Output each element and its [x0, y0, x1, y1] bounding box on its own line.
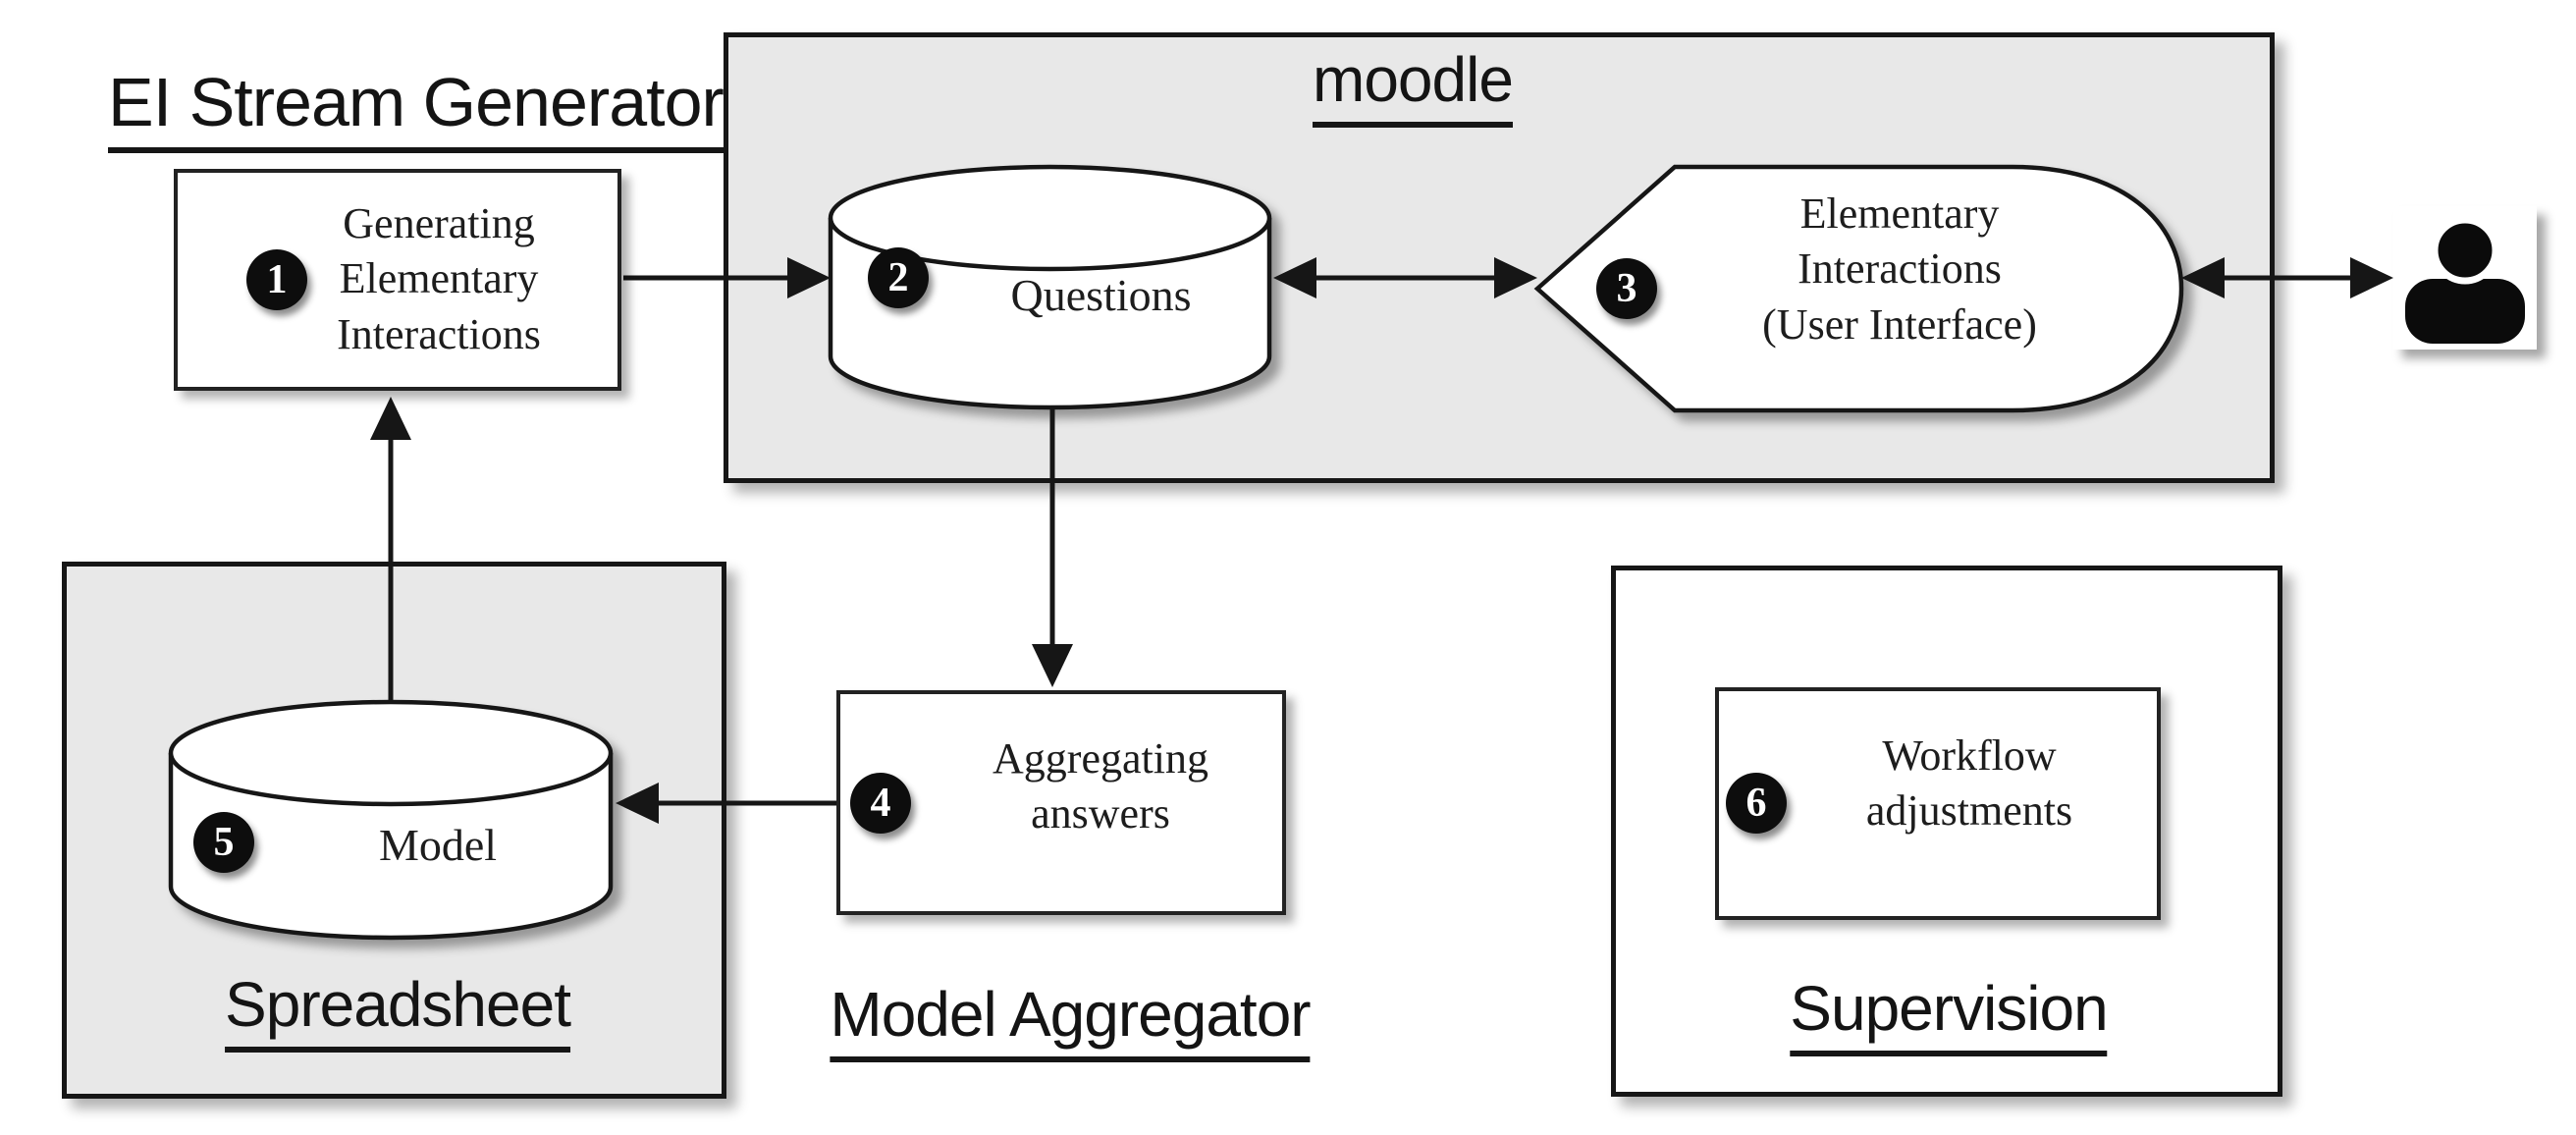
aggregating-answers-box — [836, 690, 1286, 915]
arrow-questions-to-aggregating — [1032, 406, 1073, 687]
user-icon — [2393, 206, 2537, 350]
arrow-questions-ui-bidirectional — [1273, 257, 1537, 298]
step-badge-6: 6 — [1726, 773, 1787, 834]
spreadsheet-label: Spreadsheet — [225, 968, 571, 1053]
step-badge-3: 3 — [1596, 258, 1657, 319]
arrow-model-to-generating — [370, 397, 411, 700]
model-node-text: Model — [378, 820, 498, 870]
supervision-label: Supervision — [1790, 972, 2109, 1056]
node-text-line: Workflow — [1882, 731, 2057, 780]
workflow-adjustments-box — [1715, 687, 2161, 920]
step-badge-1: 1 — [246, 249, 307, 310]
aggregating-node-text: Aggregating answers — [919, 731, 1282, 842]
step-badge-5: 5 — [193, 812, 254, 873]
step-badge-2: 2 — [868, 247, 929, 308]
node-text-line: Generating — [343, 199, 535, 247]
node-text-line: Aggregating — [993, 734, 1208, 783]
questions-database-cylinder — [828, 164, 1272, 410]
node-text-line: Elementary — [1799, 189, 2000, 238]
arrow-ui-user-bidirectional — [2181, 257, 2393, 298]
node-text-line: Interactions — [337, 309, 541, 358]
node-text-line: Interactions — [1798, 244, 2002, 294]
arrow-aggregating-to-model — [616, 783, 836, 824]
elementary-interactions-ui-text: Elementary Interactions (User Interface) — [1669, 187, 2130, 352]
elementary-interactions-ui-shape — [1533, 164, 2184, 413]
node-text-line: Elementary — [339, 254, 539, 303]
questions-node-text: Questions — [1010, 270, 1192, 320]
node-text-line: adjustments — [1865, 786, 2073, 836]
node-text-line: answers — [1031, 789, 1170, 838]
step-badge-4: 4 — [850, 773, 911, 834]
arrow-generating-to-questions — [623, 257, 831, 298]
generating-node-text: Generating Elementary Interactions — [287, 196, 591, 362]
ei-stream-generator-label: EI Stream Generator — [108, 63, 724, 153]
node-text-line: (User Interface) — [1762, 299, 2037, 349]
moodle-label: moodle — [1313, 43, 1514, 128]
model-aggregator-label: Model Aggregator — [830, 978, 1312, 1062]
model-database-cylinder — [168, 699, 614, 941]
workflow-node-text: Workflow adjustments — [1802, 729, 2136, 839]
